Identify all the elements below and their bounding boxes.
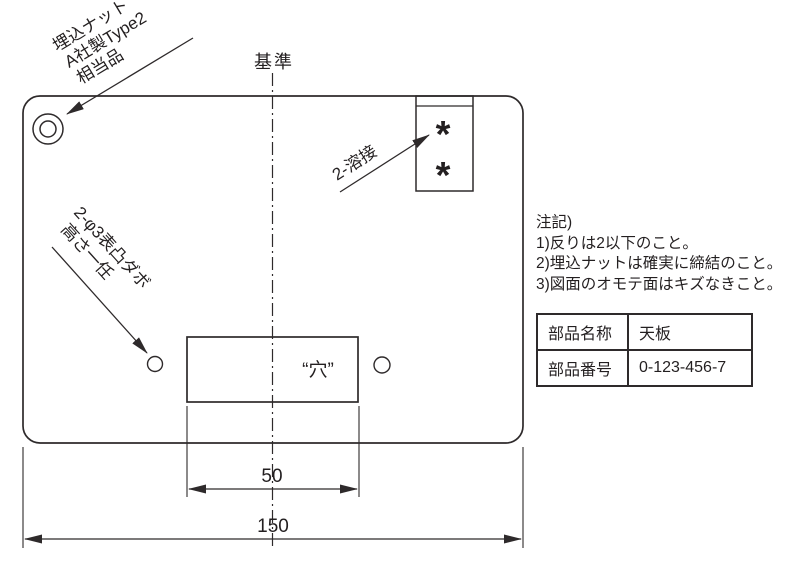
weld-annotation: 2-溶接 (329, 142, 381, 185)
hole-label: “穴” (302, 359, 334, 381)
hole-dim-value: 50 (261, 466, 282, 487)
title-block-table: 部品名称 天板 部品番号 0-123-456-7 (536, 313, 753, 387)
hole-outline (186, 336, 359, 403)
part-name-label: 部品名称 (536, 313, 629, 351)
dowel-boss-right-circle (373, 356, 391, 374)
table-row: 部品番号 0-123-456-7 (536, 349, 753, 387)
note-item-3: 3)図面のオモテ面はキズなきこと。 (536, 275, 783, 293)
weld-mark-asterisk-2: * (436, 155, 451, 197)
dowel-annotation: 2-φ3表凸ダボ 高さ一任 (57, 203, 153, 293)
notes-title: 注記) (536, 214, 573, 231)
table-row: 部品名称 天板 (536, 313, 753, 351)
note-item-2: 2)埋込ナットは確実に締結のこと。 (536, 255, 783, 272)
part-number-value: 0-123-456-7 (627, 349, 753, 387)
weld-mark-asterisk-1: * (436, 114, 451, 156)
part-name-value: 天板 (627, 313, 753, 351)
weld-note-label: 2-溶接 (329, 142, 381, 185)
insert-nut-inner-circle (39, 120, 57, 138)
dowel-leader-arrow (51, 246, 148, 354)
overall-dim-value: 150 (257, 516, 289, 537)
dowel-boss-left-circle (146, 355, 164, 373)
notes-block: 注記) 1)反りは2以下のこと。 2)埋込ナットは確実に締結のこと。 3)図面の… (536, 213, 782, 295)
datum-label: 基準 (254, 52, 294, 72)
part-number-label: 部品番号 (536, 349, 629, 387)
note-item-1: 1)反りは2以下のこと。 (536, 234, 698, 252)
weld-leader-arrow (339, 134, 430, 193)
insert-nut-annotation: 埋込ナット A社製Type2 相当品 (49, 0, 149, 88)
insert-nut-outer-circle (32, 113, 64, 145)
insert-nut-leader-arrow (66, 37, 194, 115)
